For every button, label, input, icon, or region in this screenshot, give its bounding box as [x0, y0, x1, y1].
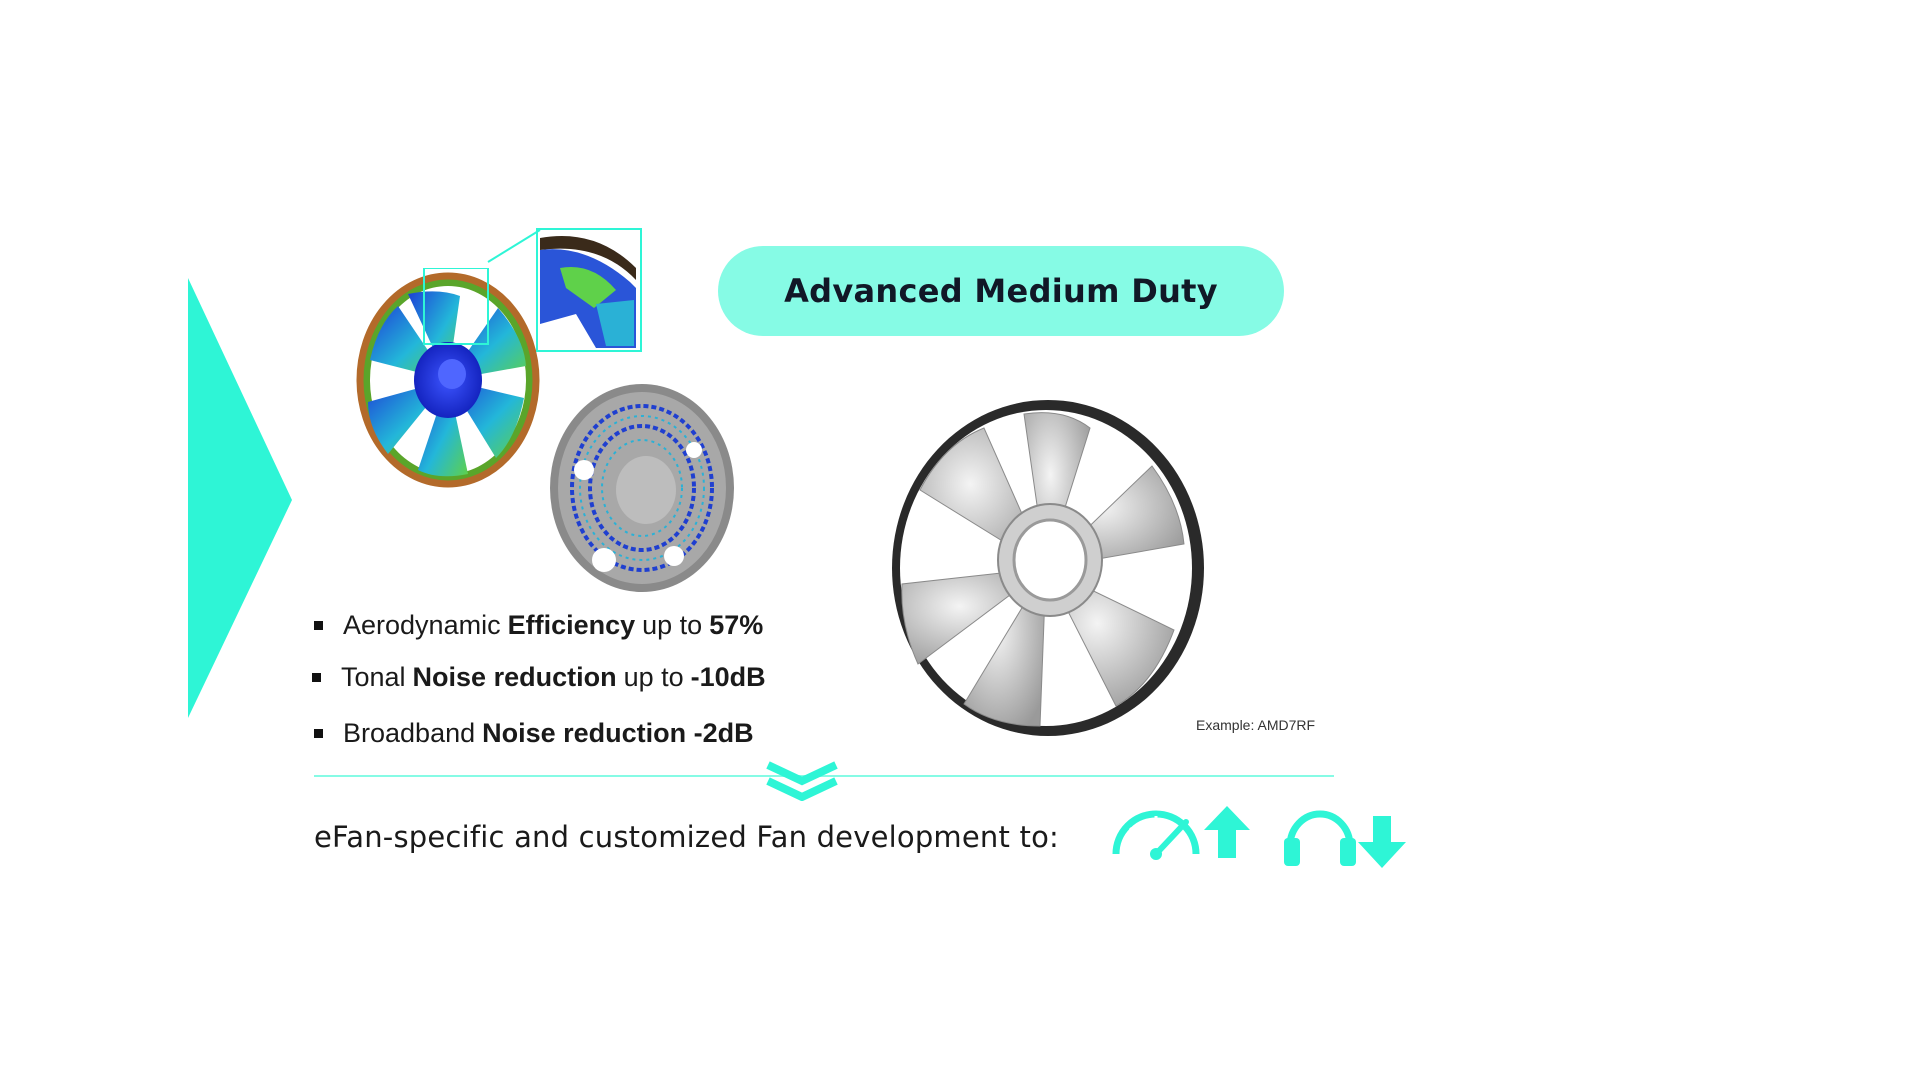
- speedometer-icon: [1112, 810, 1200, 860]
- bottom-statement: eFan-specific and customized Fan develop…: [314, 820, 1059, 854]
- arrow-down-icon: [1358, 816, 1406, 868]
- headphones-icon: [1284, 810, 1356, 866]
- zoom-inset-image: [536, 228, 642, 352]
- bullet-square-icon: [314, 729, 323, 738]
- vortex-fan-image: [550, 384, 734, 592]
- page-title: Advanced Medium Duty: [784, 272, 1218, 310]
- divider: [314, 775, 1334, 777]
- bullet-square-icon: [312, 673, 321, 682]
- title-pill: Advanced Medium Duty: [718, 246, 1284, 336]
- bullet-middle: up to: [642, 610, 703, 640]
- example-label: Example: AMD7RF: [1196, 717, 1316, 733]
- bullet-value: 57%: [709, 610, 764, 640]
- zoom-connector-lines: [487, 229, 541, 263]
- bullet-value: -10dB: [690, 662, 766, 692]
- bullet-prefix: Aerodynamic: [343, 610, 501, 640]
- bullet-prefix: Tonal: [341, 662, 406, 692]
- arrow-up-icon: [1204, 806, 1250, 858]
- bullet-efficiency: Aerodynamic Efficiency up to 57%: [314, 610, 763, 641]
- bullet-square-icon: [314, 621, 323, 630]
- bullet-bold: Noise reduction: [412, 662, 617, 692]
- bullet-middle: up to: [623, 662, 684, 692]
- bullet-bold: Noise reduction -2dB: [482, 718, 754, 748]
- bullet-tonal-noise: Tonal Noise reduction up to -10dB: [312, 662, 766, 693]
- bullet-prefix: Broadband: [343, 718, 476, 748]
- double-chevron-down-icon: [766, 761, 838, 801]
- left-triangle-arrow-icon: [188, 278, 292, 718]
- bullet-broadband-noise: Broadband Noise reduction -2dB: [314, 718, 754, 749]
- product-fan-image: [892, 400, 1204, 736]
- bullet-bold: Efficiency: [507, 610, 636, 640]
- cfd-fan-image: [356, 268, 540, 488]
